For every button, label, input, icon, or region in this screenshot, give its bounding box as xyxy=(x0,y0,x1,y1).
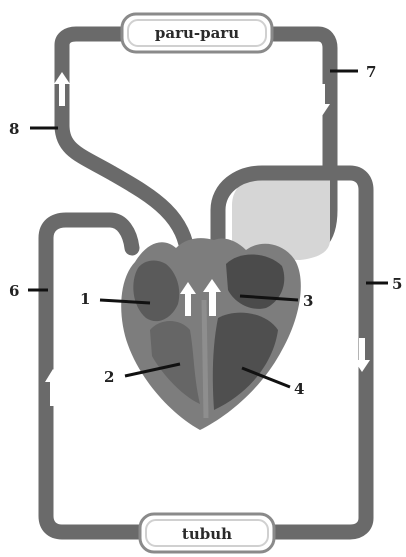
lungs-box: paru-paru xyxy=(122,14,272,52)
heart xyxy=(121,238,301,430)
label-5: 5 xyxy=(392,275,402,293)
septum xyxy=(204,300,206,418)
label-3: 3 xyxy=(303,292,313,310)
label-7: 7 xyxy=(366,63,376,81)
label-1: 1 xyxy=(80,290,90,308)
lungs-label: paru-paru xyxy=(155,24,239,42)
label-6: 6 xyxy=(9,282,19,300)
label-8: 8 xyxy=(9,120,19,138)
body-label: tubuh xyxy=(182,525,232,543)
label-2: 2 xyxy=(104,368,114,386)
body-box: tubuh xyxy=(140,514,274,552)
aorta-fill xyxy=(232,173,330,260)
label-4: 4 xyxy=(294,380,304,398)
